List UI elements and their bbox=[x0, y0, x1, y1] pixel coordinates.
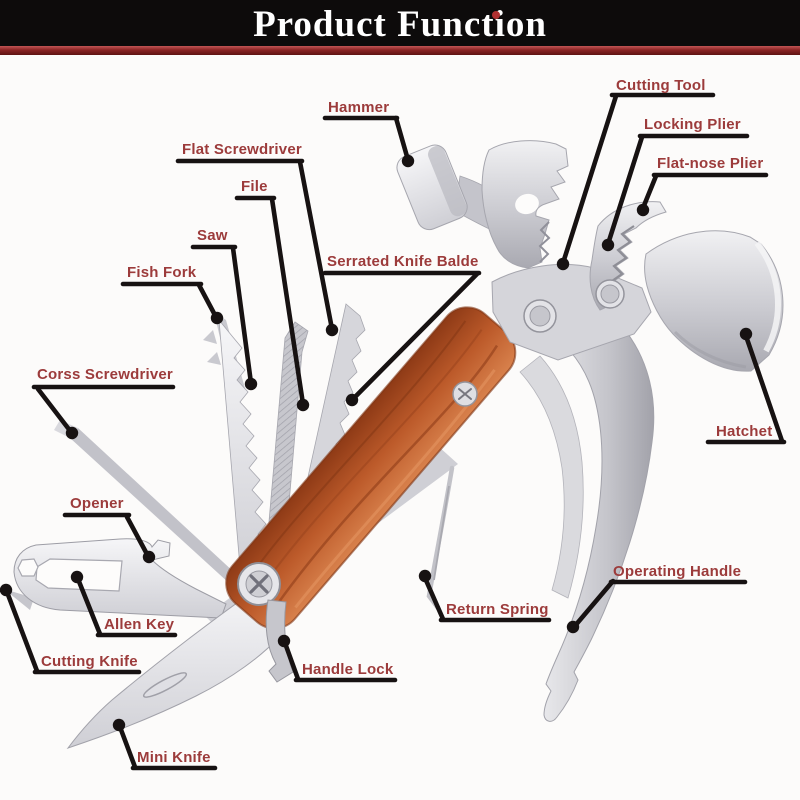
leader-fish-fork bbox=[120, 281, 224, 325]
plate-screw-right bbox=[595, 279, 625, 309]
label-mini-knife: Mini Knife bbox=[137, 749, 211, 766]
leader-serrated-knife bbox=[322, 270, 482, 407]
label-cutting-knife: Cutting Knife bbox=[41, 653, 138, 670]
label-operating-handle: Operating Handle bbox=[613, 563, 742, 580]
leader-hatchet bbox=[705, 327, 787, 445]
leader-opener bbox=[62, 512, 156, 564]
label-hatchet: Hatchet bbox=[716, 423, 773, 440]
label-locking-plier: Locking Plier bbox=[644, 116, 741, 133]
leader-hammer bbox=[322, 115, 415, 168]
label-opener: Opener bbox=[70, 495, 124, 512]
cutting-knife-tip bbox=[4, 589, 34, 610]
pivot-screw bbox=[237, 562, 281, 606]
title-accent-stripe bbox=[0, 46, 800, 55]
page-title: Product Function bbox=[253, 4, 547, 45]
label-fish-fork: Fish Fork bbox=[127, 264, 197, 281]
leader-saw bbox=[190, 244, 258, 391]
leader-file bbox=[234, 195, 310, 412]
title-bar: Product Function bbox=[0, 0, 800, 46]
hammer-head bbox=[396, 140, 569, 269]
title-accent-dot bbox=[492, 11, 500, 19]
leader-locking-plier bbox=[601, 133, 750, 252]
product-photo bbox=[4, 140, 784, 749]
label-flat-screwdriver: Flat Screwdriver bbox=[182, 141, 302, 158]
label-allen-key: Allen Key bbox=[104, 616, 175, 633]
hatchet-blade bbox=[644, 230, 784, 372]
leader-cutting-tool bbox=[556, 92, 716, 271]
label-serrated-knife: Serrated Knife Balde bbox=[327, 253, 479, 270]
leader-return-spring bbox=[418, 569, 552, 623]
operating-handle-arm bbox=[541, 312, 655, 722]
label-flat-nose-plier: Flat-nose Plier bbox=[657, 155, 764, 172]
lower-plier-arm bbox=[519, 355, 584, 599]
leader-lines bbox=[0, 92, 787, 771]
label-file: File bbox=[241, 178, 268, 195]
label-handle-lock: Handle Lock bbox=[302, 661, 394, 678]
return-spring-wire bbox=[426, 465, 455, 611]
label-hammer: Hammer bbox=[328, 99, 390, 116]
leader-flat-nose-plier bbox=[636, 172, 769, 217]
leader-flat-screwdriver bbox=[175, 158, 339, 337]
wooden-handle bbox=[225, 306, 517, 630]
leader-cross-screwdriver bbox=[31, 384, 176, 440]
label-cutting-tool: Cutting Tool bbox=[616, 77, 706, 94]
leader-cutting-knife bbox=[0, 583, 142, 675]
label-cross-screwdriver: Corss Screwdriver bbox=[37, 366, 173, 383]
plate-screw-left bbox=[523, 299, 557, 333]
label-saw: Saw bbox=[197, 227, 228, 244]
leader-mini-knife bbox=[112, 718, 218, 771]
leader-allen-key bbox=[70, 570, 178, 638]
leader-operating-handle bbox=[566, 578, 748, 634]
handle-screw bbox=[452, 381, 478, 407]
label-return-spring: Return Spring bbox=[446, 601, 549, 618]
leader-handle-lock bbox=[277, 634, 398, 683]
